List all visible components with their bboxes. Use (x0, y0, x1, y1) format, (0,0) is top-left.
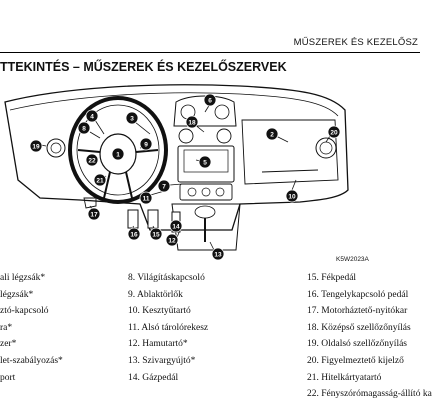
callout-19: 19 (29, 139, 43, 153)
svg-text:18: 18 (188, 120, 196, 127)
legend-item: ra* (0, 322, 13, 333)
legend-column-1: ali légzsák* légzsák* ztó-kapcsoló ra* z… (0, 270, 118, 386)
svg-text:19: 19 (32, 144, 40, 151)
callout-6: 6 (203, 93, 217, 107)
callout-8: 8 (77, 121, 91, 135)
brake-pedal (147, 209, 159, 229)
svg-text:4: 4 (90, 114, 94, 121)
center-console (177, 145, 235, 183)
legend-item: 14. Gázpedál (128, 372, 179, 383)
legend-item: 12. Hamutartó* (128, 339, 188, 350)
callout-1: 1 (111, 147, 125, 161)
clutch-pedal (127, 209, 139, 229)
legend-item: légzsák* (0, 289, 34, 300)
dashboard-diagram: 1 2 3 4 5 6 7 8 9 10 11 12 13 14 15 16 1… (0, 80, 420, 266)
figure-code: K5W2023A (336, 256, 369, 263)
callout-20: 20 (327, 125, 341, 139)
svg-text:9: 9 (144, 142, 148, 149)
legend-item: let-szabályozás* (0, 355, 63, 366)
callout-21: 21 (93, 173, 107, 187)
callout-17: 17 (87, 207, 101, 221)
callout-2: 2 (265, 127, 279, 141)
legend-item: 19. Oldalsó szellőzőnyílás (307, 339, 407, 350)
callout-9: 9 (139, 137, 153, 151)
legend-item: port (0, 372, 16, 383)
section-title: TTEKINTÉS – MŰSZEREK ÉS KEZELŐSZERVEK (0, 60, 287, 74)
dashboard-illustration: 1 2 3 4 5 6 7 8 9 10 11 12 13 14 15 16 1… (4, 84, 349, 261)
page-header: MŰSZEREK ÉS KEZELŐSZ (0, 0, 420, 53)
center-vent-right (216, 128, 232, 144)
legend-item: 13. Szivargyújtó* (128, 355, 196, 366)
legend-item: zer* (0, 339, 17, 350)
legend-item: 18. Középső szellőzőnyílás (307, 322, 411, 333)
legend-column-3: 15. Fékpedál 16. Tengelykapcsoló pedál 1… (307, 270, 432, 403)
svg-text:7: 7 (162, 184, 166, 191)
legend-item: ztó-kapcsoló (0, 306, 49, 317)
legend-item: 17. Motorháztető-nyitókar (307, 306, 408, 317)
svg-text:17: 17 (90, 212, 98, 219)
steering-wheel (68, 96, 168, 204)
callout-12: 12 (165, 233, 179, 247)
svg-text:5: 5 (203, 160, 207, 167)
legend-item: 15. Fékpedál (307, 273, 357, 283)
svg-text:13: 13 (214, 252, 222, 259)
callout-7: 7 (157, 179, 171, 193)
callout-3: 3 (125, 111, 139, 125)
running-head: MŰSZEREK ÉS KEZELŐSZ (293, 37, 418, 48)
svg-text:22: 22 (88, 158, 96, 165)
climate-controls (179, 183, 233, 201)
callout-5: 5 (198, 155, 212, 169)
svg-text:12: 12 (168, 238, 176, 245)
svg-text:20: 20 (330, 130, 338, 137)
legend-item: 8. Világításkapcsoló (128, 273, 205, 283)
legend-item: 22. Fényszórómagasság-állító ka (307, 389, 432, 400)
callout-22: 22 (85, 153, 99, 167)
svg-text:3: 3 (130, 116, 134, 123)
callout-11: 11 (139, 191, 153, 205)
legend-item: 11. Alsó tárolórekesz (128, 322, 209, 333)
svg-text:15: 15 (152, 232, 160, 239)
svg-text:10: 10 (288, 194, 296, 201)
side-vent-left (46, 138, 66, 158)
legend-item: 20. Figyelmeztető kijelző (307, 355, 404, 366)
callout-16: 16 (127, 227, 141, 241)
callout-15: 15 (149, 227, 163, 241)
svg-text:14: 14 (172, 224, 180, 231)
callout-10: 10 (285, 189, 299, 203)
legend-item: 21. Hitelkártyatartó (307, 372, 382, 383)
instrument-cluster (173, 95, 237, 127)
callout-18: 18 (185, 115, 199, 129)
legend-item: 10. Kesztyűtartó (128, 306, 191, 317)
legend-column-2: 8. Világításkapcsoló 9. Ablaktörlők 10. … (128, 270, 298, 386)
svg-text:21: 21 (96, 178, 104, 185)
svg-text:6: 6 (208, 98, 212, 105)
callout-14: 14 (169, 219, 183, 233)
svg-text:2: 2 (270, 132, 274, 139)
callout-4: 4 (85, 109, 99, 123)
side-vent-right (315, 137, 337, 159)
dashboard-outline (4, 84, 349, 231)
center-vent-left (178, 128, 194, 144)
svg-text:16: 16 (130, 232, 138, 239)
hood-release (83, 197, 97, 209)
svg-text:8: 8 (82, 126, 86, 133)
lower-console (171, 203, 241, 251)
legend-item: ali légzsák* (0, 273, 46, 283)
svg-text:11: 11 (143, 196, 150, 203)
callout-13: 13 (211, 247, 225, 261)
legend-item: 9. Ablaktörlők (128, 289, 183, 300)
legend-item: 16. Tengelykapcsoló pedál (307, 289, 409, 300)
glovebox-panel (241, 119, 339, 185)
svg-text:1: 1 (116, 152, 120, 159)
